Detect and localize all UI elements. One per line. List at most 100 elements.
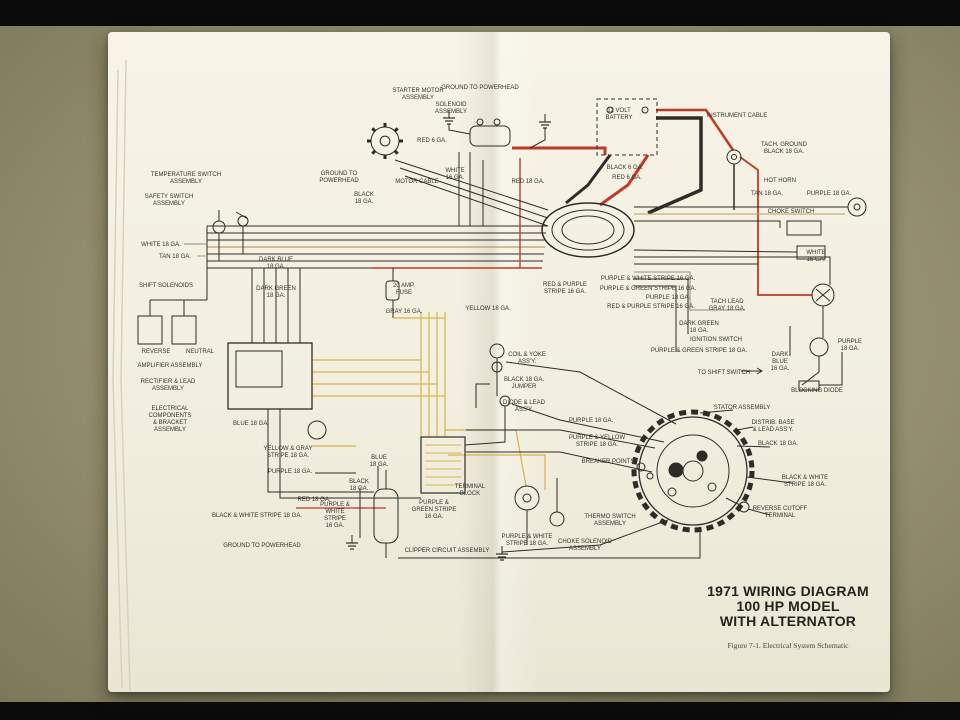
reverse-cutoff-terminal-symbol [738, 501, 750, 513]
diagram-label: STATOR ASSEMBLY [714, 405, 771, 411]
safety-switch-symbol [237, 215, 249, 227]
wire-gray [634, 271, 745, 311]
gear-tooth [393, 127, 399, 133]
diagram-label: CLIPPER CIRCUIT ASSEMBLY [405, 548, 490, 554]
wire-yellow [448, 454, 546, 490]
wire-yellow [445, 429, 527, 487]
amplifier-box [227, 342, 313, 410]
temperature-switch-symbol [212, 220, 226, 234]
gear-tooth [393, 149, 399, 155]
diagram-label: REVERSE [142, 349, 171, 355]
diagram-label: BLACK 18 GA. [758, 441, 798, 447]
diagram-label: GROUND TO POWERHEAD [223, 543, 301, 549]
motor-cable-bundle [561, 215, 615, 245]
diagram-label: CHOKE SWITCH [768, 209, 815, 215]
wire-black [267, 409, 374, 493]
solenoid-terminal [476, 118, 484, 126]
paper-sheet [108, 32, 890, 692]
wire-black [647, 116, 703, 215]
wire-black [565, 154, 612, 205]
diagram-label: MOTOR CABLE [395, 179, 439, 185]
diagram-label: GRAY 16 GA. [386, 309, 423, 315]
rectifier-lead-symbol [307, 420, 327, 440]
stator-ring [656, 434, 730, 508]
flywheel-body [638, 416, 748, 526]
wire-black [475, 383, 490, 408]
shift-solenoid-neutral [171, 315, 197, 345]
wire-black [815, 288, 831, 302]
diagram-label: PURPLE & WHITE STRIPE 16 GA. [601, 276, 696, 282]
wire-black [756, 367, 763, 375]
wire-black [394, 159, 549, 211]
wire-black [399, 167, 549, 219]
ring-terminal [731, 154, 737, 160]
flywheel-teeth [631, 409, 755, 533]
wire-black [747, 508, 771, 516]
wire-black [404, 175, 549, 227]
starter-motor-symbol [379, 135, 391, 147]
coil-yoke-symbol [491, 361, 503, 373]
wire-edge [112, 69, 123, 689]
battery-box [596, 98, 658, 156]
ignition-switch-symbol [811, 283, 835, 307]
stator-detail [667, 487, 677, 497]
wire-black [505, 361, 677, 425]
coil-yoke-symbol [489, 343, 505, 359]
wire-black [819, 352, 843, 386]
choke-switch-symbol [786, 220, 822, 236]
wire-black [398, 527, 701, 559]
diagram-label: BLACK 18 GA.JUMPER [504, 377, 544, 390]
diagram-label: PURPLE 18 GA. [268, 469, 313, 475]
title-line-3: WITH ALTERNATOR [719, 613, 857, 630]
blocking-diode-symbol [798, 380, 820, 391]
diagram-label: WHITE 18 GA. [141, 242, 181, 248]
wire-edge [120, 59, 131, 691]
title-line-1: 1971 WIRING DIAGRAM [707, 583, 869, 599]
diagram-label: RED 18 GA. [297, 497, 330, 503]
wire-black [725, 497, 741, 506]
rectifier-box [235, 350, 283, 388]
wire-black [501, 519, 669, 553]
wire-black [466, 429, 656, 449]
diagram-label: HOT HORN [764, 178, 796, 184]
hot-horn-symbol [847, 197, 867, 217]
wire-red [656, 108, 735, 151]
solenoid-symbol [469, 125, 511, 147]
terminal-block-symbol [420, 436, 466, 494]
letterbox-bottom [0, 702, 960, 720]
breaker-points-symbol [646, 472, 654, 480]
motor-cable-bundle [551, 209, 625, 251]
shift-solenoid-reverse [137, 315, 163, 345]
solenoid-terminal [493, 118, 501, 126]
starter-motor-symbol [370, 126, 400, 156]
wire-red [599, 154, 650, 207]
diagram-label: RED 6 GA. [612, 175, 642, 181]
diagram-label: RED 18 GA. [511, 179, 544, 185]
wire-black [634, 220, 781, 228]
choke-solenoid-symbol [514, 485, 540, 511]
wire-black [235, 211, 249, 220]
wire-black [633, 249, 798, 253]
battery-terminal [641, 106, 649, 114]
